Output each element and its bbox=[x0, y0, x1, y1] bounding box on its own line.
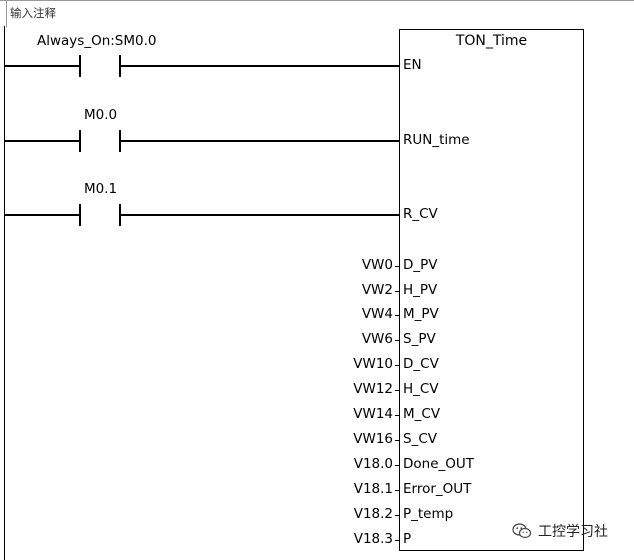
pin-stub bbox=[395, 465, 400, 466]
pin-stub bbox=[395, 415, 400, 416]
pin-operand[interactable]: VW2 bbox=[361, 282, 393, 298]
network-comment-bar[interactable]: 输入注释 bbox=[0, 0, 634, 27]
contact-label: M0.1 bbox=[84, 181, 118, 197]
wire bbox=[121, 140, 399, 142]
pin-operand[interactable]: VW4 bbox=[361, 306, 393, 322]
network-comment[interactable]: 输入注释 bbox=[10, 6, 56, 20]
pin-operand[interactable]: V18.3 bbox=[353, 531, 393, 547]
wire bbox=[4, 65, 79, 67]
function-block-title: TON_Time bbox=[455, 33, 528, 49]
pin-stub bbox=[395, 515, 400, 516]
comment-divider bbox=[6, 1, 7, 27]
contact-label: Always_On:SM0.0 bbox=[37, 33, 157, 49]
pin-name: Done_OUT bbox=[403, 456, 475, 472]
pin-run-time: RUN_time bbox=[403, 132, 470, 148]
pin-operand[interactable]: VW10 bbox=[353, 356, 393, 372]
contact-label: M0.0 bbox=[84, 107, 118, 123]
wechat-icon bbox=[512, 523, 532, 539]
watermark: 工控学习社 bbox=[512, 521, 608, 541]
contact-left-bar bbox=[79, 130, 81, 152]
pin-operand[interactable]: VW12 bbox=[353, 381, 393, 397]
pin-operand[interactable]: V18.0 bbox=[353, 456, 393, 472]
pin-stub bbox=[395, 340, 400, 341]
pin-operand[interactable]: VW6 bbox=[361, 331, 393, 347]
pin-stub bbox=[395, 440, 400, 441]
watermark-text: 工控学习社 bbox=[538, 524, 608, 540]
pin-operand[interactable]: V18.2 bbox=[353, 506, 393, 522]
pin-operand[interactable]: VW0 bbox=[361, 257, 393, 273]
contact-left-bar bbox=[79, 55, 81, 77]
pin-stub bbox=[395, 291, 400, 292]
pin-name: P bbox=[403, 531, 412, 547]
pin-name: H_CV bbox=[403, 381, 439, 397]
pin-stub bbox=[395, 390, 400, 391]
contact-right-bar bbox=[119, 130, 121, 152]
wire bbox=[4, 140, 79, 142]
wire bbox=[4, 214, 79, 216]
pin-name: S_CV bbox=[403, 431, 437, 447]
pin-stub bbox=[395, 540, 400, 541]
pin-stub bbox=[395, 266, 400, 267]
contact-right-bar bbox=[119, 204, 121, 226]
pin-name: S_PV bbox=[403, 331, 436, 347]
pin-stub bbox=[395, 365, 400, 366]
contact-left-bar bbox=[79, 204, 81, 226]
power-rail bbox=[4, 26, 5, 560]
pin-operand[interactable]: VW16 bbox=[353, 431, 393, 447]
pin-en: EN bbox=[403, 57, 422, 73]
pin-name: Error_OUT bbox=[403, 481, 472, 497]
pin-stub bbox=[395, 490, 400, 491]
pin-name: D_CV bbox=[403, 356, 439, 372]
wire bbox=[121, 214, 399, 216]
pin-stub bbox=[395, 315, 400, 316]
pin-operand[interactable]: VW14 bbox=[353, 406, 393, 422]
pin-name: D_PV bbox=[403, 257, 438, 273]
contact-right-bar bbox=[119, 55, 121, 77]
pin-name: H_PV bbox=[403, 282, 438, 298]
wire bbox=[121, 65, 399, 67]
pin-r-cv: R_CV bbox=[403, 206, 438, 222]
pin-name: M_PV bbox=[403, 306, 439, 322]
pin-name: M_CV bbox=[403, 406, 441, 422]
pin-name: P_temp bbox=[403, 506, 454, 522]
pin-operand[interactable]: V18.1 bbox=[353, 481, 393, 497]
function-block-ton-time[interactable]: TON_Time bbox=[399, 29, 584, 551]
